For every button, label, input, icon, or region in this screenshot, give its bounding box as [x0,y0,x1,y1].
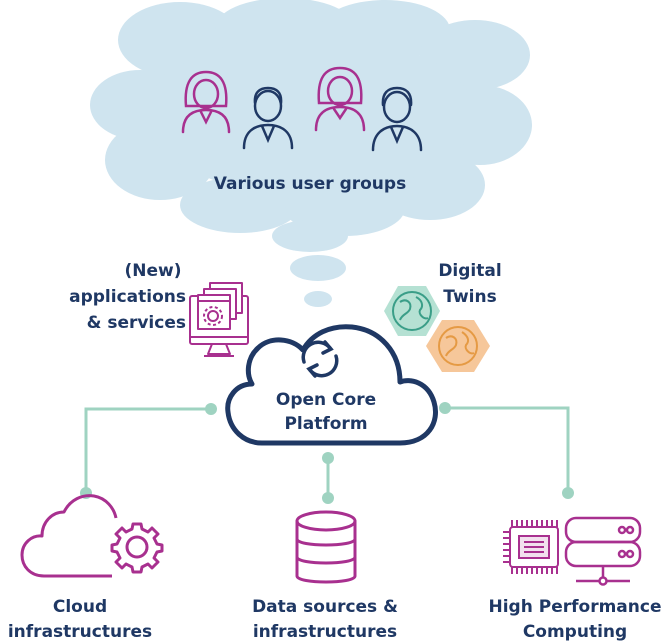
cloud-gear-icon [20,494,164,578]
cloud-infra-label-line2: infrastructures [8,622,152,642]
core-label-line2: Platform [284,414,367,434]
connectors [84,406,570,498]
user-groups-cloud [90,0,532,307]
cloud-infra-label-line1: Cloud [53,597,107,617]
twins-label-line2: Twins [443,287,496,307]
hpc-label-line2: Computing [523,622,627,642]
sync-icon [301,340,339,378]
user-icon-2 [242,86,294,150]
hpc-label-line1: High Performance [489,597,662,617]
application-window-icon [189,282,249,357]
open-core-cloud-icon [225,324,438,446]
cpu-chip-icon [503,520,559,574]
core-label-line1: Open Core [276,390,376,410]
database-icon [295,510,357,584]
twins-label-line1: Digital [438,261,501,281]
user-icon-3 [314,66,366,132]
data-label-line1: Data sources & [252,597,398,617]
user-icon-1 [181,70,231,134]
server-icon [564,516,642,586]
apps-label-line2: applications [69,287,186,307]
globe-icon-orange [426,320,490,372]
apps-label-line3: & services [87,313,186,333]
apps-label-line1: (New) [124,261,181,281]
data-label-line2: infrastructures [253,622,397,642]
cloud-title: Various user groups [214,174,406,194]
globe-icon-teal [384,286,440,336]
user-icon-4 [371,86,423,152]
